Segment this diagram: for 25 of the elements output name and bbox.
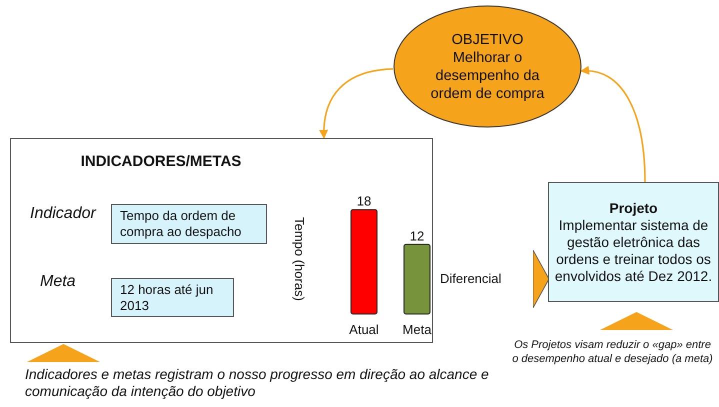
arrow [319,68,394,139]
gap-label: Diferencial [440,270,502,288]
caption-text: Indicadores e metas registram o nosso progresso em direção ao alcance e comunicação da intenção do objetivo [25,366,490,400]
text-box [111,204,267,244]
axis-title: Tempo (horas) [292,217,307,301]
text-box [111,278,234,317]
caption-text: Meta [40,272,77,291]
goal-ellipse [393,5,582,128]
body-text: Implementar sistema de gestão eletrônica das ordens e treinar todos os envolvidos até Dez 2012. [554,216,714,284]
caption-text: Indicador [30,204,98,223]
category-label: Meta [402,322,432,337]
heading-text: INDICADORES/METAS [80,153,242,170]
body-text: Melhorar o desempenho da ordem de compra [430,48,546,102]
body-text: 12 horas até jun 2013 [120,282,214,314]
value-label: 18 [356,194,372,209]
value-label: 12 [410,228,424,244]
project-box [548,182,719,302]
arrow [580,66,646,182]
chevron-arrow [530,250,550,308]
category-label: Atual [349,322,379,337]
heading-text: OBJETIVO [450,30,524,48]
body-text: Tempo da ordem de compra ao despacho [120,208,242,240]
panel-box [10,138,433,343]
caption-text: Os Projetos visam reduzir o «gap» entre o desempenho atual e desejado (a meta) [511,338,714,366]
heading-text: Projeto [608,200,659,216]
